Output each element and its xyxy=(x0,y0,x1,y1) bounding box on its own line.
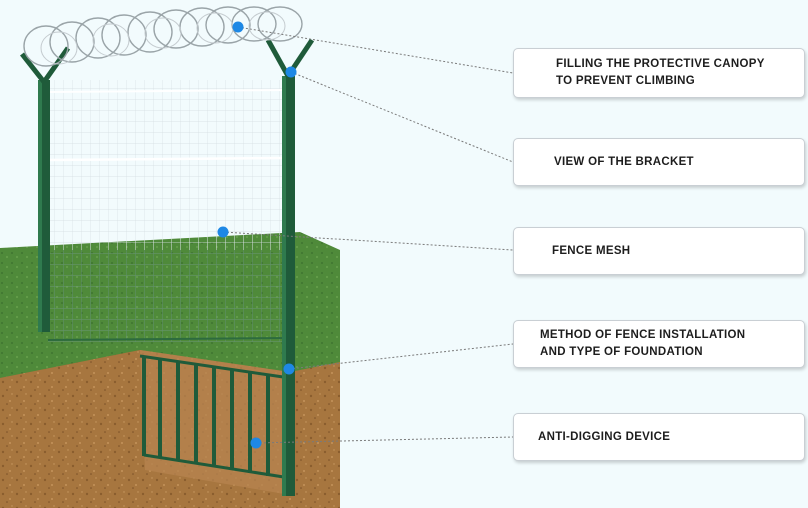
callout-foundation-label: METHOD OF FENCE INSTALLATION AND TYPE OF… xyxy=(540,329,746,358)
callout-canopy-label: FILLING THE PROTECTIVE CANOPY TO PREVENT… xyxy=(556,58,765,87)
callout-anti-digging[interactable]: ANTI-DIGGING DEVICE xyxy=(513,413,805,461)
anti-digging-grill xyxy=(139,354,291,480)
callout-mesh-label: FENCE MESH xyxy=(552,244,631,257)
marker-mesh xyxy=(217,226,229,238)
callout-anti-digging-label: ANTI-DIGGING DEVICE xyxy=(538,430,671,443)
callout-bracket[interactable]: VIEW OF THE BRACKET xyxy=(513,138,805,186)
marker-bracket xyxy=(285,66,297,78)
callout-foundation[interactable]: METHOD OF FENCE INSTALLATION AND TYPE OF… xyxy=(513,320,805,368)
marker-foundation xyxy=(283,363,295,375)
leader-lines xyxy=(222,26,514,444)
callout-canopy[interactable]: FILLING THE PROTECTIVE CANOPY TO PREVENT… xyxy=(513,48,805,98)
razor-wire xyxy=(23,6,303,67)
marker-canopy xyxy=(232,21,244,33)
callout-mesh[interactable]: FENCE MESH xyxy=(513,227,805,275)
marker-anti-digging xyxy=(250,437,262,449)
callout-bracket-label: VIEW OF THE BRACKET xyxy=(554,155,694,168)
